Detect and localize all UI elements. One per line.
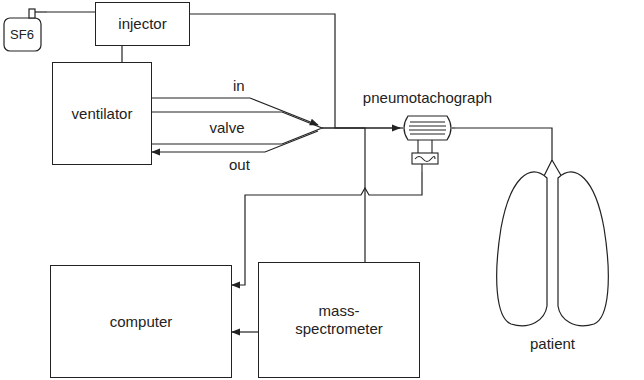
node-label: computer	[110, 313, 173, 331]
connector	[47, 11, 95, 12]
text-holder: SF6	[3, 18, 41, 52]
node-label: patient	[530, 335, 575, 353]
connector	[455, 127, 490, 128]
text-holder: valve	[152, 112, 302, 144]
line-label: in	[232, 77, 246, 94]
text-holder: pneumotachograph	[355, 88, 500, 108]
gas-cylinder: SF6	[3, 6, 47, 52]
valve-shape: valve	[152, 112, 322, 144]
process-box: injector	[95, 2, 190, 46]
connector	[121, 46, 122, 62]
text-holder: mass- spectrometer	[259, 263, 419, 377]
text-holder: ventilator	[53, 63, 151, 164]
pneumotachograph-symbol: pneumotachograph	[400, 112, 455, 172]
text-holder: patient	[490, 332, 615, 356]
node-label: mass- spectrometer	[284, 302, 394, 338]
text-holder: injector	[96, 3, 189, 45]
text-holder: computer	[51, 266, 231, 377]
lungs-illustration: patient	[490, 120, 615, 360]
process-box: ventilator	[52, 62, 152, 165]
connector	[232, 331, 258, 332]
line-label: out	[228, 156, 251, 173]
pneumotachograph-symbol-outline	[400, 112, 455, 172]
node-label: injector	[118, 15, 166, 33]
process-box: mass- spectrometer	[258, 262, 420, 378]
node-label: valve	[209, 119, 244, 137]
node-label: SF6	[10, 27, 34, 43]
lungs-illustration-outline	[490, 120, 615, 360]
node-label: pneumotachograph	[363, 89, 492, 107]
connector	[190, 14, 400, 128]
node-label: ventilator	[72, 105, 133, 123]
process-box: computer	[50, 265, 232, 378]
